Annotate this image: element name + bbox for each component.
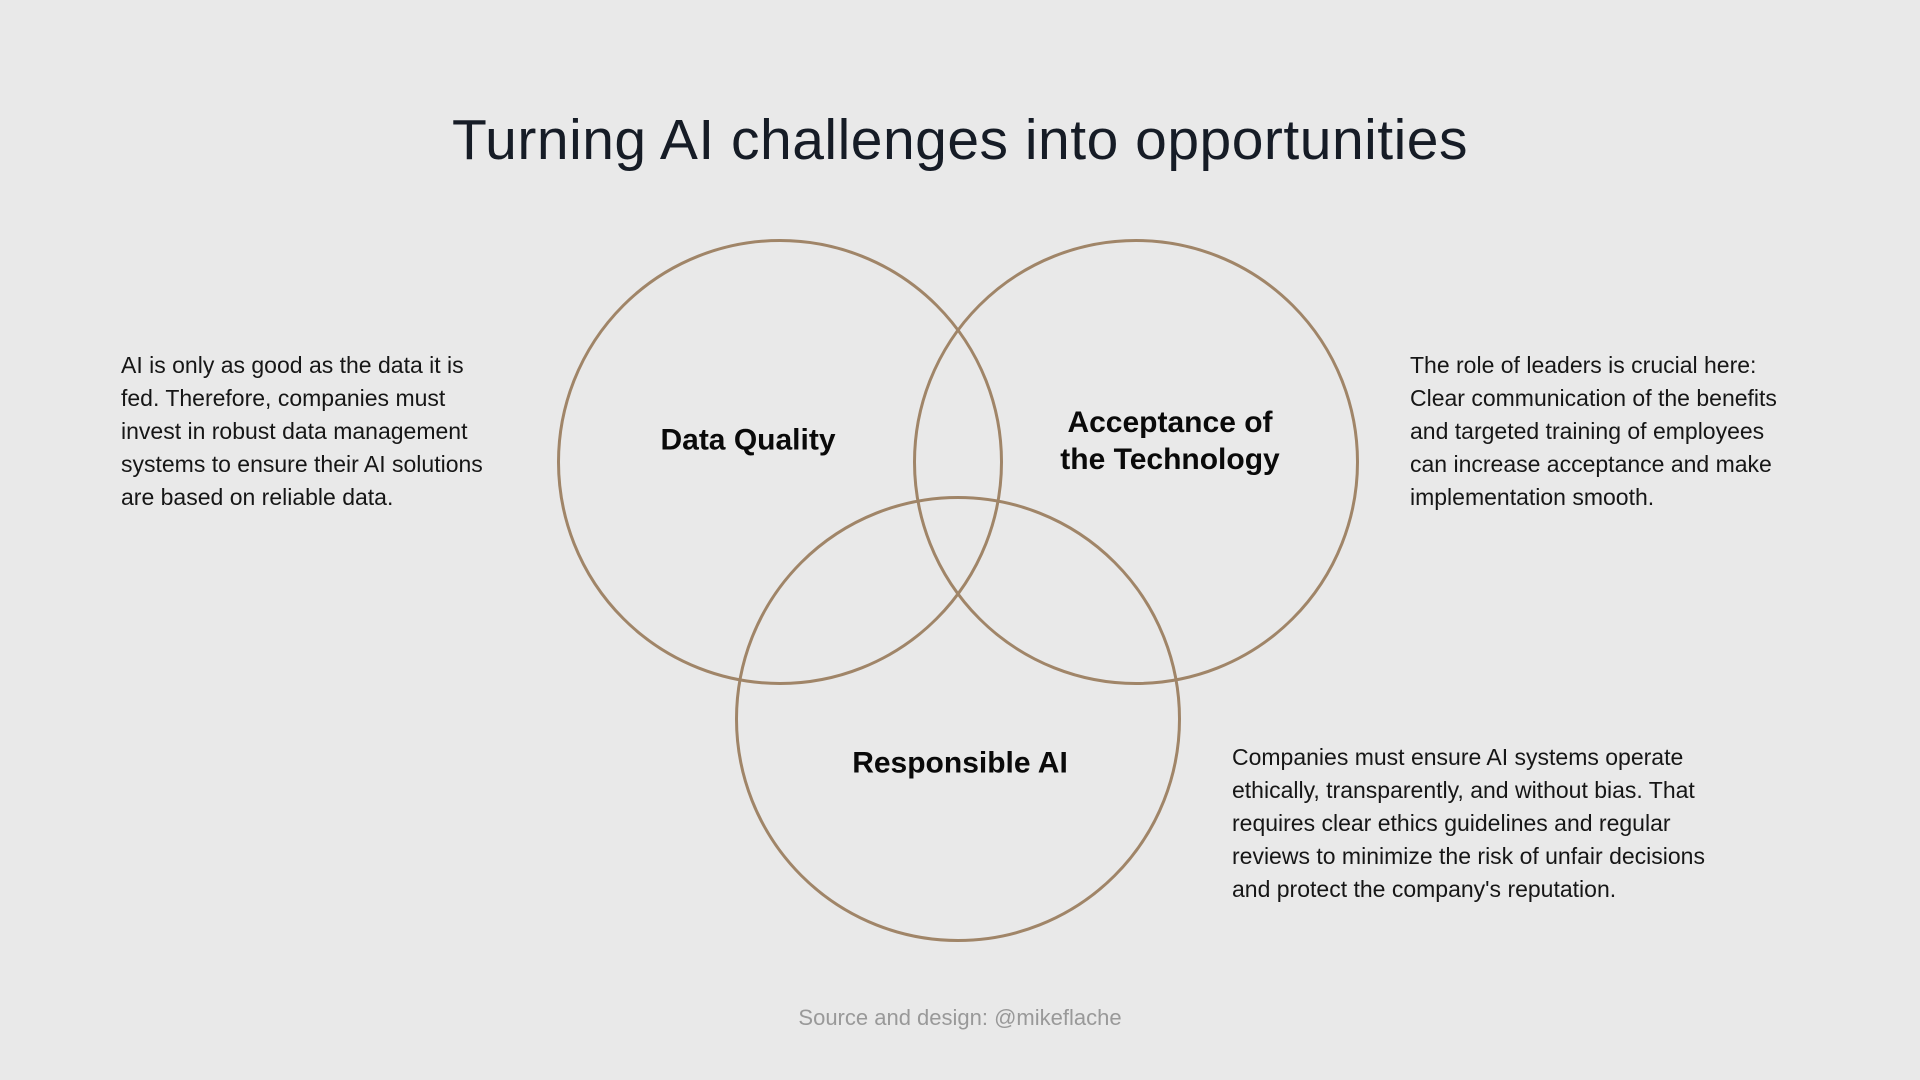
circle-responsible-ai (735, 496, 1181, 942)
annotation-acceptance: The role of leaders is crucial here: Cle… (1410, 352, 1777, 510)
label-data-quality: Data Quality (660, 423, 836, 457)
annotation-responsible-ai: Companies must ensure AI systems operate… (1232, 744, 1705, 902)
page-title: Turning AI challenges into opportunities (451, 108, 1469, 172)
annotation-data-quality: AI is only as good as the data it is fed… (121, 352, 483, 510)
label-responsible-ai: Responsible AI (852, 746, 1068, 780)
label-acceptance-of-the-technology: Acceptance of the Technology (1060, 406, 1280, 476)
footer-credit: Source and design: @mikeflache (798, 1005, 1122, 1030)
